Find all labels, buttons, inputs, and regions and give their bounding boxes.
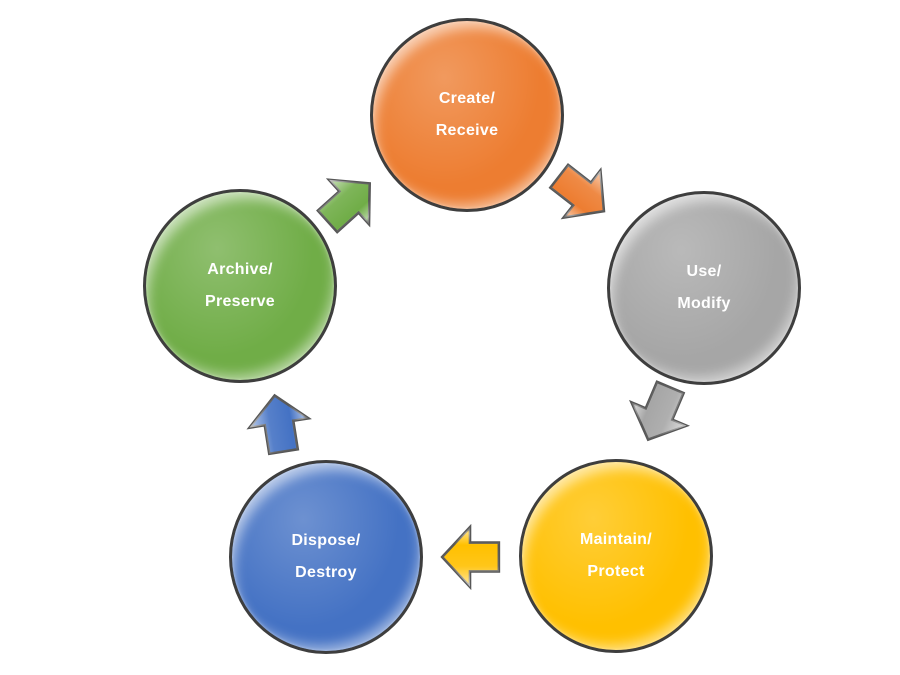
arrow-use-to-maintain (617, 373, 702, 456)
node-label-line: Destroy (295, 564, 357, 581)
block-arrow-icon (316, 178, 372, 234)
node-create-receive: Create/ Receive (370, 18, 564, 212)
node-dispose-destroy: Dispose/ Destroy (229, 460, 423, 654)
arrow-dispose-to-archive (242, 387, 317, 459)
node-label-line: Modify (677, 295, 731, 312)
block-arrow-icon (246, 393, 312, 456)
node-label-line: Protect (587, 563, 645, 580)
node-label-line: Maintain/ (579, 530, 653, 548)
arrow-maintain-to-dispose (439, 524, 501, 590)
node-label-line: Create/ (438, 89, 496, 107)
node-label-line: Receive (435, 122, 499, 139)
node-label-line: Use/ (686, 262, 722, 280)
node-label-line: Preserve (204, 293, 276, 310)
node-label-line: Dispose/ (291, 531, 361, 549)
node-archive-preserve: Archive/ Preserve (143, 189, 337, 383)
block-arrow-icon (628, 380, 691, 442)
node-label-line: Archive/ (207, 260, 273, 278)
node-use-modify: Use/ Modify (607, 191, 801, 385)
arrow-create-to-use (537, 149, 626, 239)
block-arrow-icon (440, 524, 501, 590)
block-arrow-icon (548, 163, 606, 220)
arrow-archive-to-create (304, 157, 394, 248)
node-maintain-protect: Maintain/ Protect (519, 459, 713, 653)
